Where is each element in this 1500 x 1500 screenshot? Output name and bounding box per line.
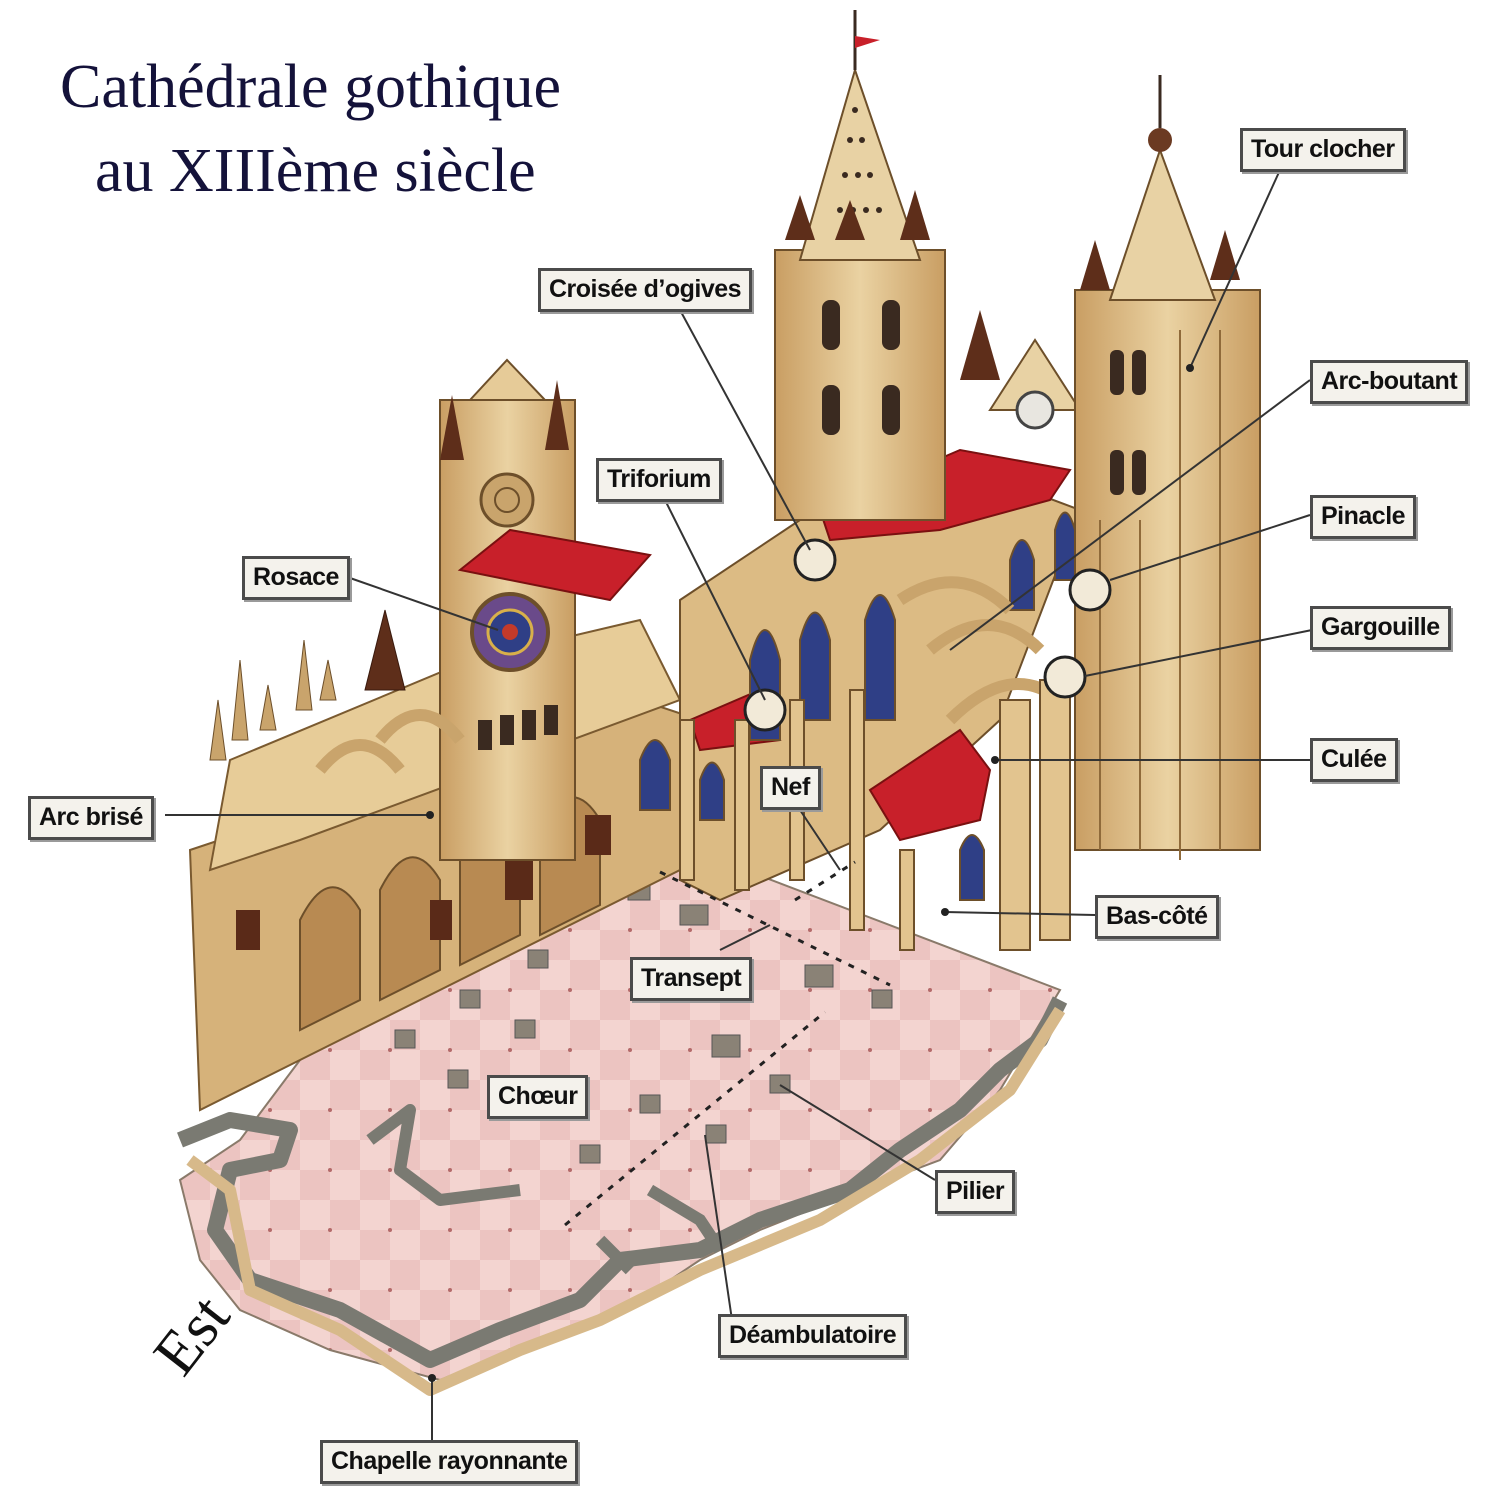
transept-roof [457, 528, 652, 602]
clock [1015, 390, 1055, 430]
label-transept: Transept [630, 957, 753, 1001]
bell-tower-buttress-lines [1099, 330, 1221, 860]
chapel-inner-wall-3 [595, 1235, 635, 1275]
label-deambulatoire: Déambulatoire [718, 1314, 908, 1358]
label-arc-boutant: Arc-boutant [1310, 360, 1469, 404]
leader-dots [426, 364, 1194, 1382]
transept-gable [467, 358, 548, 401]
transept-windows [478, 705, 558, 750]
upper-rose-window [479, 472, 535, 528]
label-pinacle: Pinacle [1310, 495, 1417, 539]
label-chapelle-rayonnante: Chapelle rayonnante [320, 1440, 579, 1484]
label-bas-cote: Bas-côté [1095, 895, 1219, 939]
page-title-line2: au XIIIème siècle [95, 137, 536, 205]
bell-tower-caps [1080, 230, 1240, 290]
leader-lines [165, 169, 1313, 1440]
flying-buttresses [315, 576, 1064, 774]
label-pilier: Pilier [935, 1170, 1016, 1214]
crossing-spire [798, 66, 922, 261]
crossing-tower [774, 249, 946, 521]
chapel-inner-wall-2 [646, 1184, 725, 1254]
side-roof [868, 728, 992, 842]
tower-windows [822, 300, 900, 435]
label-triforium: Triforium [596, 458, 722, 502]
pillar-bases [394, 879, 893, 1164]
bell-tower-spire [1108, 146, 1217, 301]
label-tour-clocher: Tour clocher [1240, 128, 1406, 172]
label-rosace: Rosace [242, 556, 350, 600]
bell-tower-windows [1110, 350, 1146, 495]
label-culee: Culée [1310, 738, 1398, 782]
bell-tower [1074, 289, 1261, 851]
chapel-inner-wall [366, 1104, 521, 1206]
buttress-piers [999, 679, 1071, 951]
left-wall-doors [236, 815, 611, 950]
ambulatory-base [186, 1006, 1066, 1396]
label-nef: Nef [760, 766, 821, 810]
label-choeur: Chœur [487, 1075, 589, 1119]
ambulatory-wall [177, 996, 1068, 1368]
nave-columns [679, 689, 915, 951]
flag [855, 36, 880, 48]
tower-spire-caps [785, 190, 930, 240]
label-croisee-dogives: Croisée d’ogives [538, 268, 753, 312]
page-title-line1: Cathédrale gothique [60, 53, 561, 121]
label-arc-brise: Arc brisé [28, 796, 154, 840]
detail-circles [743, 538, 1112, 732]
dashed-axes [564, 860, 891, 1227]
label-gargouille: Gargouille [1310, 606, 1451, 650]
left-pinnacles [209, 609, 406, 761]
